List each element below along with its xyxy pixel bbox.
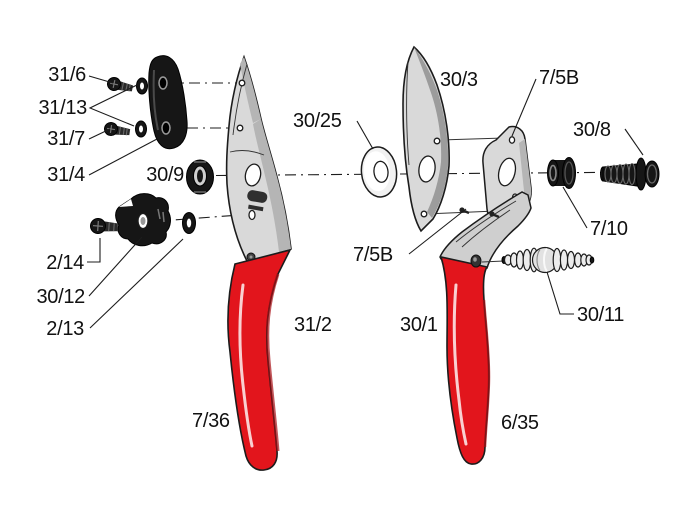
part-label-2-13: 2/13	[46, 318, 84, 340]
leader-30-25	[356, 120, 374, 150]
leader-7-5b-top	[511, 78, 537, 137]
part-label-31-4: 31/4	[47, 164, 85, 186]
spring-tip-right	[589, 256, 595, 264]
left-pivot-hole	[244, 163, 262, 187]
spring	[481, 246, 595, 274]
left-handle-shadow-edge	[266, 273, 280, 452]
plate-pivot-slot	[497, 157, 517, 187]
wire-catch-hole-center	[140, 217, 146, 225]
part-label-2-14: 2/14	[46, 252, 84, 274]
part-labels: 31/6 31/13 31/7 31/4 30/9 2/14 30/12 2/1…	[36, 64, 628, 434]
leader-7-5b-bottom	[408, 208, 467, 255]
cutting-blade-hole-bottom	[420, 210, 428, 218]
plate-hole-top	[508, 136, 516, 144]
right-spring-stud-highlight	[473, 257, 477, 262]
anvil-blade-outline	[148, 55, 188, 150]
anvil-washer-bottom-hole	[139, 125, 143, 133]
leader-30-8	[624, 128, 644, 156]
left-blade-hole-bottom	[236, 124, 244, 132]
anvil-hole-bottom	[161, 121, 171, 135]
part-label-7-5b-top: 7/5B	[539, 67, 579, 89]
anvil-highlight	[152, 69, 159, 131]
cutting-blade-hole-top	[433, 137, 441, 145]
leader-2-14	[87, 238, 101, 263]
left-body-counter-blade	[225, 54, 292, 264]
left-spring-stud-highlight	[249, 255, 253, 259]
neck-rivet-pin-2	[489, 211, 500, 219]
anvil-hole-top	[158, 76, 168, 90]
left-handle-grip	[227, 248, 292, 471]
part-label-30-3: 30/3	[440, 69, 478, 91]
part-label-30-1: 30/1	[400, 314, 438, 336]
pivot-nut-hole	[197, 169, 203, 183]
leader-31-4	[88, 138, 158, 176]
leader-31-13	[88, 84, 138, 127]
right-handle-grip	[439, 254, 491, 465]
leader-30-11	[546, 271, 574, 315]
left-blade-hole-top	[238, 79, 246, 87]
wire-catch-notch	[119, 199, 133, 207]
anvil-blade	[148, 55, 188, 150]
left-blade-bevel-line	[232, 63, 248, 136]
anvil-screw-bottom	[104, 122, 131, 136]
blade-washer	[360, 146, 398, 198]
neck-strap-line-2	[461, 209, 511, 248]
bolt-head-ring	[646, 164, 658, 184]
nut-face-ring	[549, 164, 557, 182]
part-label-30-8: 30/8	[573, 119, 611, 141]
part-label-7-5b-bottom: 7/5B	[353, 244, 393, 266]
cutting-blade-pivot-hole	[418, 155, 436, 183]
pivot-nut	[186, 159, 214, 195]
leader-31-6	[88, 75, 114, 84]
cutting-blade-back-line	[406, 61, 410, 166]
part-label-31-13: 31/13	[38, 97, 87, 119]
part-label-31-6: 31/6	[48, 64, 86, 86]
right-handle-gloss	[452, 283, 468, 446]
part-label-7-36: 7/36	[192, 410, 230, 432]
leader-lines	[87, 75, 644, 329]
brand-stamp-icon	[247, 190, 268, 212]
part-label-30-11: 30/11	[577, 304, 624, 326]
connector-line-top	[439, 137, 505, 141]
part-label-31-2: 31/2	[294, 314, 332, 336]
nut-face	[547, 159, 559, 187]
nut-flange-ring	[564, 161, 574, 185]
catch-washer-hole	[186, 218, 192, 228]
leader-31-7	[88, 128, 111, 140]
part-label-31-7: 31/7	[47, 128, 85, 150]
part-label-30-25: 30/25	[293, 110, 342, 132]
left-body-shading	[253, 119, 291, 252]
leader-7-10	[562, 186, 588, 229]
left-blade-shading	[240, 57, 261, 123]
neck-strap-line-1	[455, 200, 517, 243]
right-handle-shadow-edge	[482, 299, 491, 448]
blade-washer-hole	[373, 160, 389, 183]
cutting-blade	[402, 45, 450, 233]
part-label-30-12: 30/12	[36, 286, 85, 308]
part-label-30-9: 30/9	[146, 164, 184, 186]
part-label-7-10: 7/10	[590, 218, 628, 240]
left-blade-step-line	[229, 150, 265, 156]
cutting-blade-bevel	[414, 47, 449, 218]
leader-2-13	[89, 238, 184, 329]
part-label-6-35: 6/35	[501, 412, 539, 434]
left-handle-gloss	[238, 283, 254, 448]
spring-link-line	[481, 260, 505, 263]
center-bolt	[600, 157, 660, 191]
center-bolt-nut	[547, 157, 576, 189]
leader-30-12	[88, 236, 143, 297]
wire-catch	[115, 193, 171, 247]
left-small-hole	[248, 209, 256, 221]
anvil-washer-top-hole	[140, 82, 144, 90]
